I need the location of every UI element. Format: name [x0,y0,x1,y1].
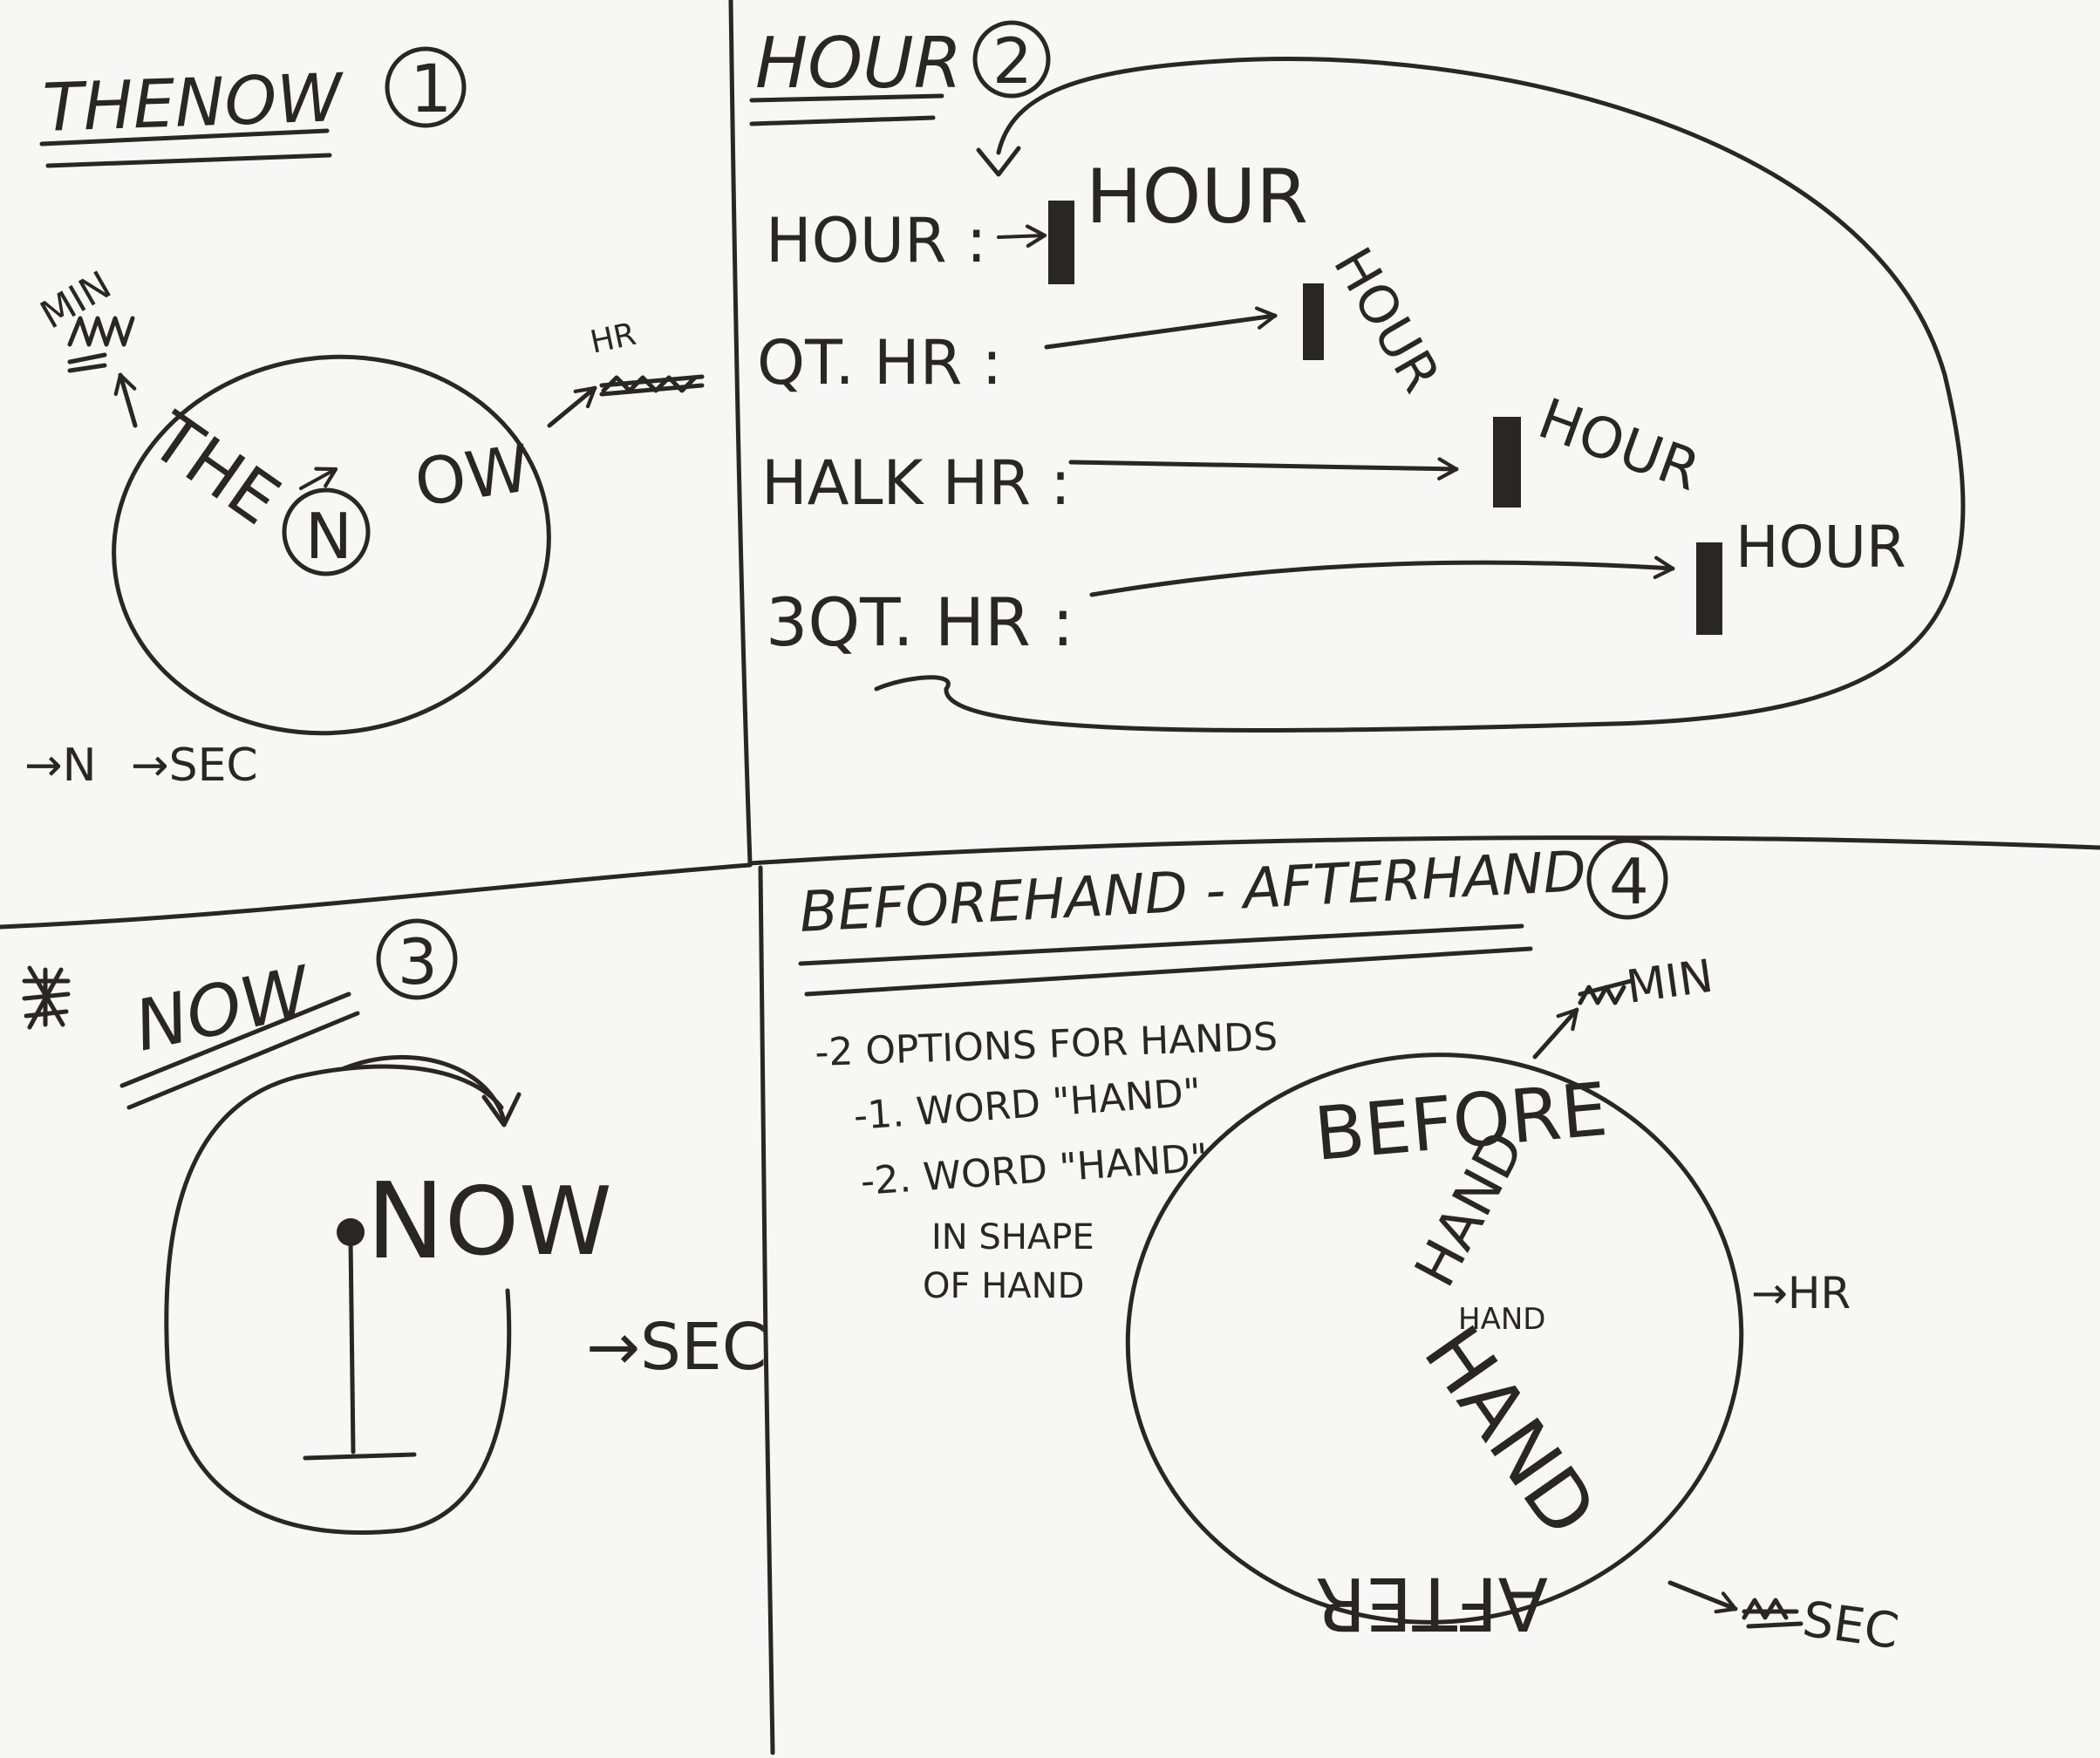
panel-1-n-circle [282,487,371,576]
panel-2-number: 2 [992,24,1033,98]
panel-4-number: 4 [1609,845,1649,918]
panel-1-title-underline [39,128,330,146]
panel-4-number-circle [1586,838,1668,920]
panel-4: BEFOREHAND - AFTERHAND 4 -2 OPTIONS FOR … [798,838,1902,1660]
panel-2-row-4-bar [1696,542,1722,635]
panel-4-sec-label: SEC [1799,1591,1902,1660]
panel-4-hand-small: HAND [1458,1302,1545,1337]
panel-2-row-3-label: HALK HR : [761,447,1071,519]
panel-4-min-label: MIN [1623,951,1715,1014]
panel-2-cycle-arrowhead [976,146,1021,177]
panel-3: NOW 3 N OW →SEC [22,918,767,1535]
panel-2: HOUR 2 HOUR : HOUR QT. HR : HOUR HALK HR… [749,20,1966,733]
divider-horizontal-right [747,835,2100,866]
panel-4-min-arrow [1532,1007,1579,1060]
panel-1-hr-arrow [547,385,597,428]
panel-3-word-ow: OW [445,1168,612,1277]
panel-1-title-underline-2 [45,153,332,168]
panel-4-note-5: OF HAND [923,1266,1084,1306]
panel-2-title-underline-2 [749,115,936,126]
divider-vertical-top [728,0,753,866]
panel-4-sec-arrow [1667,1580,1738,1614]
panel-1-the: THE [136,398,293,541]
panel-1-number-circle [385,46,467,128]
panel-2-cycle-loop [874,57,1966,733]
panel-1-footer-n: →N [24,739,96,792]
panel-2-row-3-bar [1493,417,1521,508]
panel-1-footer-sec: →SEC [131,739,258,792]
panel-2-row-1-label: HOUR : [766,205,986,276]
panel-3-word-n: N [366,1162,445,1283]
panel-4-note-1: -2 OPTIONS FOR HANDS [815,1015,1278,1075]
panel-2-title: HOUR [755,23,962,104]
panel-4-min-scribble [1578,978,1633,1005]
panel-3-curve-arrow [342,1055,507,1123]
panel-4-clock-face [1125,1053,1744,1625]
panel-1-min-arrow [113,372,138,428]
panel-4-note-2: -1. WORD "HAND" [852,1070,1202,1139]
panel-4-after: AFTER [1315,1561,1548,1646]
panel-2-row-2-arrow [1044,306,1278,350]
panel-1-n-arrow [299,467,338,490]
panel-4-note-4: IN SHAPE [931,1217,1094,1257]
panel-2-row-2-bar [1303,283,1324,360]
panel-3-hand-pivot [337,1218,365,1246]
panel-3-title: NOW [128,951,320,1067]
panel-1-min-scribble [67,316,135,373]
panel-4-title-underline-2 [804,946,1533,997]
panel-2-row-4-arrow [1089,555,1675,597]
divider-horizontal-left [0,862,753,930]
panel-3-hand-base [303,1452,417,1461]
panel-3-number: 3 [398,925,438,998]
panel-3-title-underline [119,991,351,1088]
panel-2-title-underline [749,93,944,103]
panel-4-sec-scribble [1742,1598,1803,1629]
panel-1-hr-label: HR [587,317,638,361]
panel-2-row-1-arrow [997,224,1047,249]
panel-3-sec-label: →SEC [586,1310,767,1385]
panel-4-note-3: -2. WORD "HAND" [859,1135,1209,1204]
divider-vertical-bottom [758,865,775,1755]
panel-4-title-underline [798,923,1524,966]
panel-3-clock-face [164,1064,512,1535]
panel-4-hr-label: →HR [1751,1268,1851,1318]
panel-4-hand-hr: HAND [1406,1310,1614,1552]
panel-1-n: N [305,500,352,573]
panel-1-number: 1 [410,50,452,127]
panel-3-curve-arrowhead [481,1092,522,1128]
panel-3-crossed-out-mark [22,965,71,1030]
panel-3-number-circle [376,918,458,1000]
panel-2-row-4-word: HOUR [1735,514,1906,581]
panel-3-title-underline-2 [126,1011,360,1110]
panel-2-row-3-arrow [1068,457,1459,480]
panel-3-hand [348,1236,356,1455]
panel-2-row-2-label: QT. HR : [757,327,1002,399]
panel-1-ow: OW [411,431,535,521]
panel-2-number-circle [972,20,1051,99]
panel-2-row-1-bar [1048,201,1074,284]
panel-1-hr-scribble [599,374,705,397]
panel-2-row-3-word: HOUR [1531,386,1708,503]
panel-1: THENOW 1 MIN HR THE N OW →N →SEC [24,46,705,792]
panel-1-clock-face [112,354,551,736]
panel-2-row-2-word: HOUR [1321,238,1452,403]
panel-2-row-1-word: HOUR [1086,153,1308,241]
panel-2-row-4-label: 3QT. HR : [766,583,1074,661]
